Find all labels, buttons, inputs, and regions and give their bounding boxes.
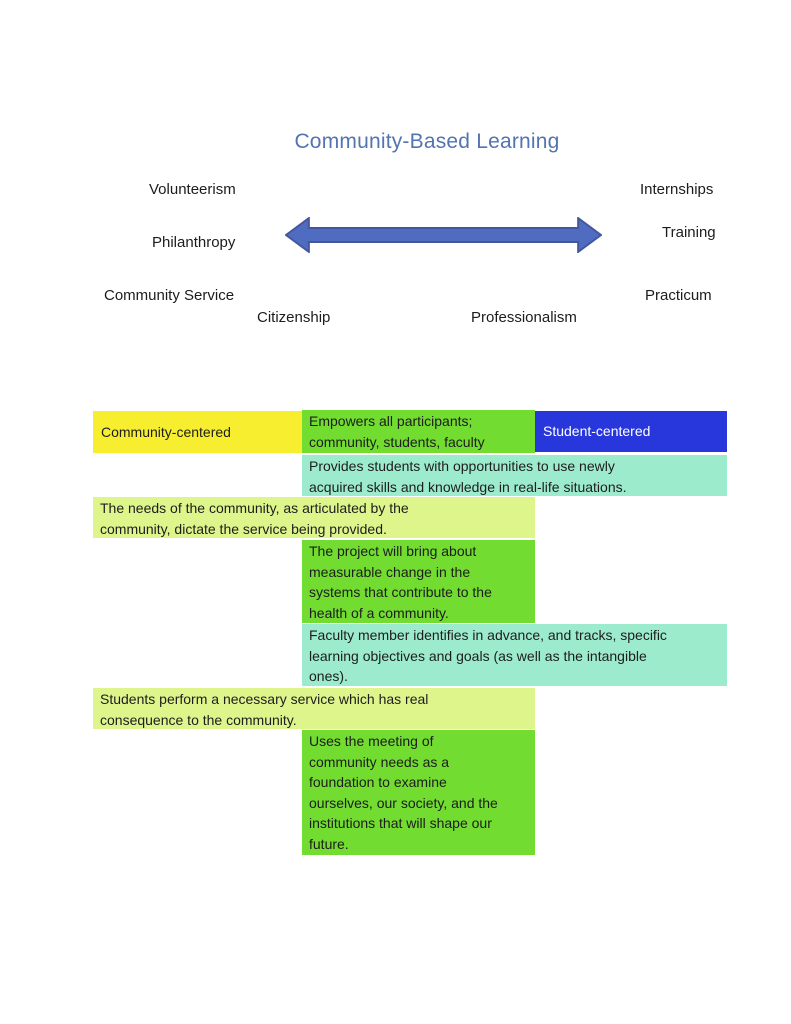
cell-text-line: Faculty member identifies in advance, an… [309, 627, 667, 643]
cell-text-line: systems that contribute to the [309, 584, 492, 600]
label-training: Training [662, 224, 716, 241]
cell-text-line: Empowers all participants; [309, 413, 473, 429]
cell-text-line: community, students, faculty [309, 433, 485, 450]
cell-text-line: measurable change in the [309, 563, 471, 580]
cell-provides-opportunities: Provides students with opportunities to … [302, 455, 727, 496]
cell-text-line: The project will bring about [309, 543, 477, 559]
cell-text-line: learning objectives and goals (as well a… [309, 647, 647, 664]
cell-text-line: health of a community. [309, 604, 449, 621]
cell-students-service: Students perform a necessary service whi… [93, 688, 535, 729]
label-philanthropy: Philanthropy [152, 234, 236, 251]
label-volunteerism: Volunteerism [149, 181, 236, 198]
page-title: Community-Based Learning [294, 130, 560, 153]
cell-student-centered-header: Student-centered [535, 411, 727, 452]
cell-text-line: Provides students with opportunities to … [309, 458, 615, 474]
cell-text-line: acquired skills and knowledge in real-li… [309, 478, 627, 495]
label-community-service: Community Service [104, 287, 235, 304]
cell-faculty-objectives: Faculty member identifies in advance, an… [302, 624, 727, 686]
label-professionalism: Professionalism [471, 309, 577, 326]
cell-project-measurable-change: The project will bring about measurable … [302, 540, 535, 623]
cell-text-line: consequence to the community. [100, 711, 297, 728]
cell-text-line: community, dictate the service being pro… [100, 520, 387, 537]
cell-community-centered-header: Community-centered [93, 411, 302, 453]
label-practicum: Practicum [645, 287, 712, 304]
cell-text-line: ones). [309, 668, 348, 684]
cell-community-needs: The needs of the community, as articulat… [93, 497, 535, 538]
label-citizenship: Citizenship [257, 309, 331, 326]
cell-text-line: community needs as a [309, 753, 450, 770]
label-internships: Internships [640, 181, 714, 198]
cell-text-line: institutions that will shape our [309, 815, 492, 831]
double-arrow-icon [284, 216, 603, 254]
cell-text-line: future. [309, 835, 349, 852]
cell-text-line: Students perform a necessary service whi… [100, 691, 429, 707]
cell-empowers-participants: Empowers all participants; community, st… [302, 410, 535, 453]
cell-meeting-community-needs: Uses the meeting of community needs as a… [302, 730, 535, 855]
cell-text-line: foundation to examine [309, 774, 447, 790]
cell-text-line: The needs of the community, as articulat… [100, 500, 409, 516]
cell-text-line: ourselves, our society, and the [309, 794, 498, 811]
cell-text-line: Uses the meeting of [309, 733, 434, 749]
